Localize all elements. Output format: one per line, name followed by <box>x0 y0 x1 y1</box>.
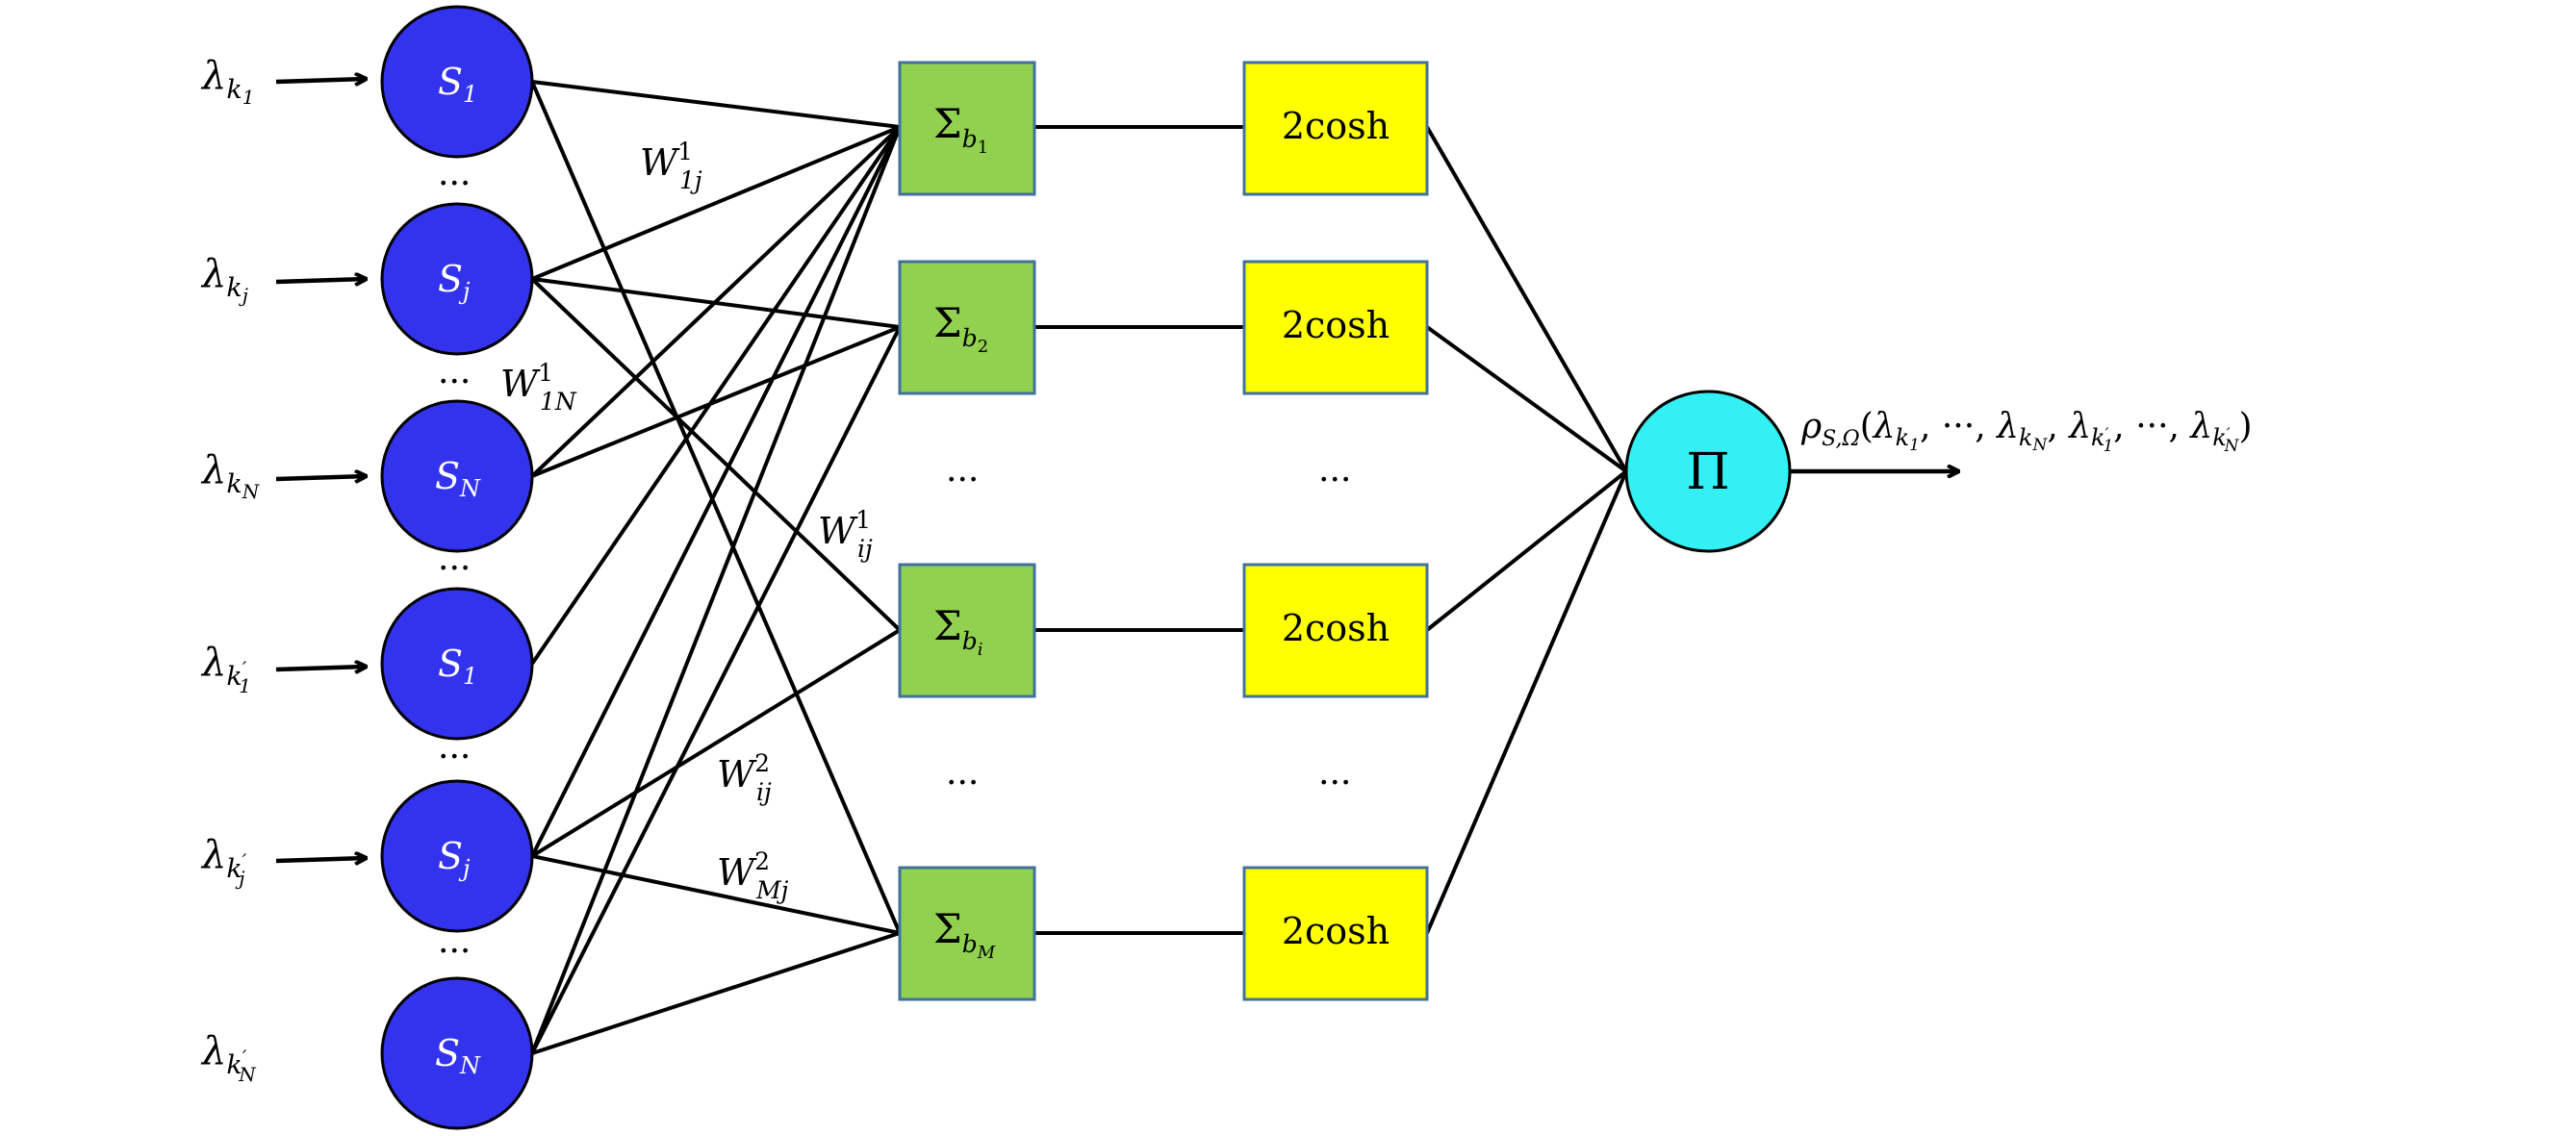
ellipsis: ... <box>438 921 471 961</box>
ellipsis: ... <box>1318 753 1351 793</box>
sum-node-b1 <box>898 61 1036 196</box>
input-node-s1-prime <box>380 587 534 741</box>
node-label: Sj <box>438 258 471 305</box>
input-node-sN <box>380 399 534 553</box>
cosh-node-i <box>1242 563 1429 698</box>
input-label: λk′N <box>200 1029 257 1086</box>
edge-cosh1-prod <box>1425 125 1628 473</box>
sum-label: Σb1 <box>933 100 988 158</box>
ellipsis: ... <box>438 352 471 391</box>
sum-node-bM <box>898 866 1036 1001</box>
input-arrow <box>275 279 366 282</box>
cosh-label: 2cosh <box>1282 607 1390 649</box>
cosh-label: 2cosh <box>1282 910 1390 952</box>
edge-sj-bi <box>530 277 902 632</box>
ellipsis: ... <box>1318 450 1351 490</box>
sum-label: ΣbM <box>933 905 996 963</box>
edge-sjp-bi <box>530 628 902 858</box>
input-label: λk′1 <box>200 641 251 697</box>
input-label: λkj <box>200 252 248 307</box>
cosh-to-product-edges <box>1425 125 1628 934</box>
output-label: ρS,Ω(λk1, ···, λkN, λk′1, ···, λk′N) <box>1800 407 2253 456</box>
edge-sjp-bM <box>531 854 901 935</box>
sum-node-bi <box>898 563 1036 698</box>
input-node-s1 <box>380 5 534 159</box>
input-labels: λk1 λkj λkN λk′1 λk′j λk′N <box>200 54 261 1086</box>
input-label: λkN <box>200 448 261 503</box>
input-label: λk′j <box>200 833 247 890</box>
edge-coshM-prod <box>1425 470 1628 934</box>
input-arrow <box>275 858 366 861</box>
cosh-node-M <box>1242 866 1429 1001</box>
edge-sNp-b1 <box>530 126 902 1054</box>
input-to-sum-edges <box>530 80 902 1055</box>
ellipsis: ... <box>438 154 471 193</box>
cosh-node-2 <box>1242 260 1429 395</box>
cosh-nodes: 2cosh 2cosh 2cosh 2cosh <box>1242 61 1429 1001</box>
edge-sN-b1 <box>530 125 902 478</box>
input-label: λk1 <box>200 54 254 109</box>
cosh-label: 2cosh <box>1282 105 1390 147</box>
cosh-label: 2cosh <box>1282 304 1390 346</box>
edge-s1-bM <box>530 81 902 934</box>
node-label: S1 <box>438 643 477 690</box>
node-label: SN <box>435 1032 481 1079</box>
ellipsis: ... <box>438 539 471 578</box>
cosh-node-1 <box>1242 61 1429 196</box>
ellipsis: ... <box>946 450 979 490</box>
input-arrows <box>275 79 366 861</box>
edge-sNp-b2 <box>530 326 902 1054</box>
edge-sj-b1 <box>531 125 901 281</box>
sum-to-cosh-edges <box>1034 125 1244 935</box>
sum-nodes: Σb1 Σb2 Σbi ΣbM <box>898 61 1036 1001</box>
input-node-sN-prime <box>380 976 534 1130</box>
edge-s1p-b1 <box>530 125 902 666</box>
node-label: SN <box>435 455 481 502</box>
input-arrow <box>275 667 366 669</box>
edge-coshi-prod <box>1425 469 1628 632</box>
ellipsis: ... <box>946 753 979 793</box>
ellipsis: ... <box>438 727 471 767</box>
edge-sjp-b1 <box>530 126 902 857</box>
product-node: Π <box>1624 390 1792 553</box>
sum-label: Σbi <box>933 602 982 660</box>
node-label: S1 <box>438 61 477 108</box>
edge-sNp-bM <box>531 931 901 1055</box>
input-node-sj <box>380 202 534 356</box>
column-ellipses: ... ... ... ... <box>946 450 1351 793</box>
product-symbol: Π <box>1686 443 1729 501</box>
input-node-sj-prime <box>380 779 534 933</box>
edge-sN-b2 <box>531 325 901 478</box>
input-arrow <box>275 79 366 82</box>
sum-label: Σb2 <box>933 299 988 357</box>
edge-s1-b1 <box>531 80 901 129</box>
edge-cosh2-prod <box>1425 325 1628 473</box>
input-arrow <box>275 476 366 479</box>
input-nodes: S1 Sj SN S1 Sj SN <box>380 5 534 1130</box>
sum-node-b2 <box>898 260 1036 395</box>
input-ellipses: ... ... ... ... ... <box>438 154 471 961</box>
node-label: Sj <box>438 835 471 882</box>
